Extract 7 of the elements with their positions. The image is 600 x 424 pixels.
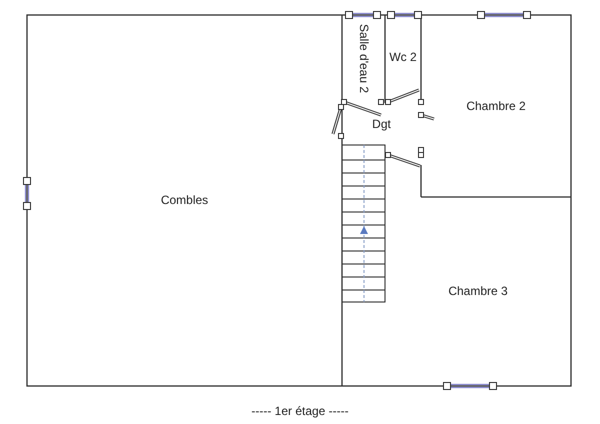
room-name: Salle d'eau 2 xyxy=(356,24,371,94)
room-name: Dgt xyxy=(372,116,391,132)
room-name: Chambre 3 xyxy=(448,284,508,299)
room-name: Combles xyxy=(160,193,208,208)
room-name: Chambre 2 xyxy=(466,98,526,114)
room-name: Wc 2 xyxy=(389,50,417,65)
floor-caption: ----- 1er étage ----- xyxy=(250,403,350,420)
